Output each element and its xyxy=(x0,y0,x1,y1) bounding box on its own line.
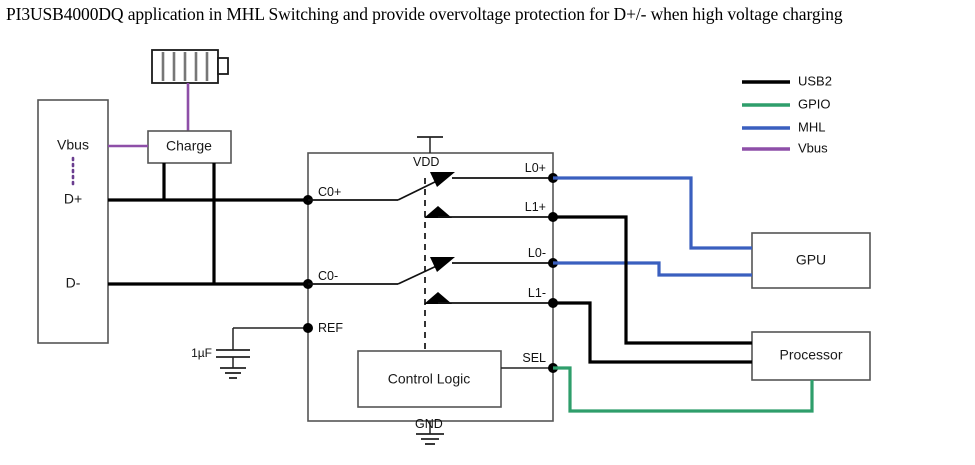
control-logic-block xyxy=(357,350,502,408)
battery-symbol xyxy=(151,49,229,84)
connector-pin-vbus-label: Vbus xyxy=(57,137,89,153)
control-logic-label: Control Logic xyxy=(388,371,471,387)
wire-gpio-sel-to-processor xyxy=(553,366,814,413)
reference-capacitor xyxy=(216,327,308,379)
usb-connector-block xyxy=(37,99,109,344)
capacitor-value-label: 1µF xyxy=(191,346,212,360)
legend: USB2 GPIO MHL Vbus xyxy=(742,73,832,155)
gpu-block-label: GPU xyxy=(796,252,826,268)
pin-label-c0p: C0+ xyxy=(318,185,341,199)
pin-label-sel: SEL xyxy=(522,351,546,365)
vdd-pin xyxy=(417,136,443,153)
legend-label-gpio: GPIO xyxy=(798,96,831,111)
pin-label-l1m: L1- xyxy=(528,286,546,300)
connector-pin-dminus-label: D- xyxy=(66,275,81,291)
wire-usb2-l1m-to-processor xyxy=(553,301,752,364)
wire-mhl-l0p-to-gpu xyxy=(553,176,752,250)
pin-label-ref: REF xyxy=(318,321,343,335)
gnd-pin xyxy=(416,421,444,445)
legend-label-vbus: Vbus xyxy=(798,140,828,155)
pin-dot-ref xyxy=(303,323,313,333)
charge-block-label: Charge xyxy=(166,138,212,154)
gpu-block xyxy=(751,232,871,289)
pin-label-l0m: L0- xyxy=(528,246,546,260)
connector-pin-dplus-label: D+ xyxy=(64,191,82,207)
wire-mhl-l0m-to-gpu xyxy=(553,261,752,277)
processor-block-label: Processor xyxy=(779,347,842,363)
pin-label-l0p: L0+ xyxy=(525,161,546,175)
switch-lower xyxy=(308,257,553,304)
pin-label-c0m: C0- xyxy=(318,269,338,283)
legend-label-mhl: MHL xyxy=(798,119,825,134)
switch-upper xyxy=(308,172,553,218)
pin-label-vdd: VDD xyxy=(413,155,439,169)
legend-label-usb2: USB2 xyxy=(798,73,832,88)
pin-label-l1p: L1+ xyxy=(525,200,546,214)
pin-label-gnd: GND xyxy=(415,417,443,431)
wire-usb2-l1p-to-processor xyxy=(553,215,752,345)
page-title: PI3USB4000DQ application in MHL Switchin… xyxy=(6,4,843,24)
